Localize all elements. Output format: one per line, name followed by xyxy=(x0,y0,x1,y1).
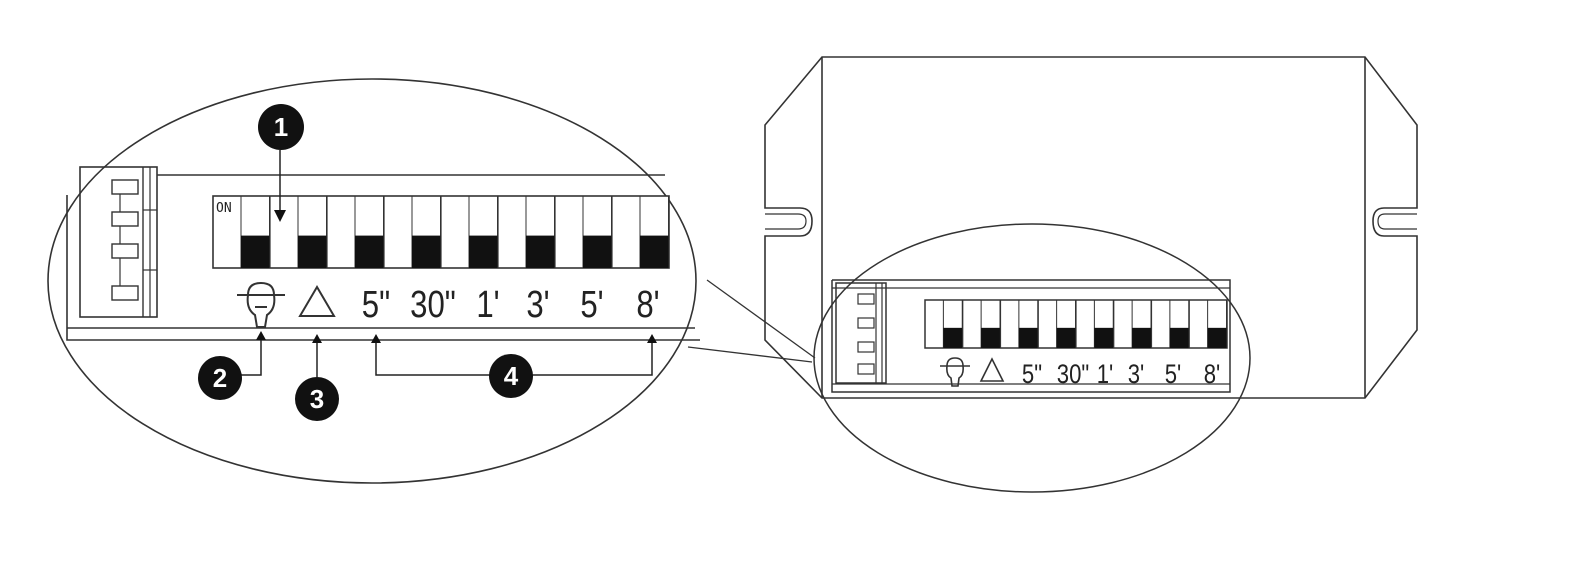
housing-outline xyxy=(66,195,700,341)
dip-switch-lever-8 xyxy=(611,195,669,269)
callout-4: 4 xyxy=(371,334,657,398)
svg-text:4: 4 xyxy=(504,361,519,391)
zoom-line-upper xyxy=(706,279,816,359)
dip-switch-lever-4 xyxy=(383,195,441,269)
time-label: 8' xyxy=(1204,360,1221,390)
time-labels-small: 5" 30" 1' 3' 5' 8' xyxy=(1022,360,1220,390)
zoom-line-lower xyxy=(687,346,813,363)
small-magnifier-ellipse xyxy=(813,223,1251,493)
dip-switch-lever-8 xyxy=(1188,299,1227,349)
time-label: 8' xyxy=(636,284,659,326)
time-label: 5' xyxy=(1165,360,1182,390)
dip-switch-lever-5 xyxy=(1075,299,1114,349)
on-label: ON xyxy=(216,201,232,216)
dip-switch-lever-6 xyxy=(497,195,555,269)
time-label: 1' xyxy=(1097,360,1114,390)
time-label: 3' xyxy=(526,284,549,326)
svg-text:3: 3 xyxy=(310,384,324,414)
magnified-detail: ON 5" 30" 1' 3' 5' 8' 1 2 xyxy=(47,78,816,484)
callout-1: 1 xyxy=(258,104,304,222)
time-label: 30" xyxy=(410,284,456,326)
dip-switch-lever-4 xyxy=(1037,299,1076,349)
time-label: 5' xyxy=(580,284,603,326)
time-labels-large: 5" 30" 1' 3' 5' 8' xyxy=(362,284,660,326)
dip-switch-lever-7 xyxy=(1150,299,1190,349)
time-label: 30" xyxy=(1057,360,1089,390)
warning-triangle-icon-small xyxy=(979,357,1005,382)
callout-2: 2 xyxy=(198,331,266,400)
time-label: 5" xyxy=(362,284,390,326)
dip-switch-lever-5 xyxy=(440,195,498,269)
dip-switch-lever-3 xyxy=(326,195,384,269)
svg-text:2: 2 xyxy=(213,363,227,393)
dip-switch-lever-2 xyxy=(962,299,1001,349)
terminal-block-small xyxy=(835,282,887,384)
time-label: 3' xyxy=(1128,360,1145,390)
sensor-head-icon-small xyxy=(940,357,970,387)
time-label: 5" xyxy=(1022,360,1042,390)
callout-3: 3 xyxy=(295,334,339,421)
sensor-head-icon xyxy=(237,281,285,328)
time-label: 1' xyxy=(476,284,499,326)
warning-triangle-icon xyxy=(298,285,336,317)
terminal-block xyxy=(79,166,158,318)
full-unit: 5" 30" 1' 3' 5' 8' xyxy=(764,56,1418,493)
dip-switch-large: ON xyxy=(212,195,670,269)
svg-text:1: 1 xyxy=(274,112,288,142)
magnifier-ellipse xyxy=(47,78,697,484)
dip-switch-small xyxy=(924,299,1228,349)
